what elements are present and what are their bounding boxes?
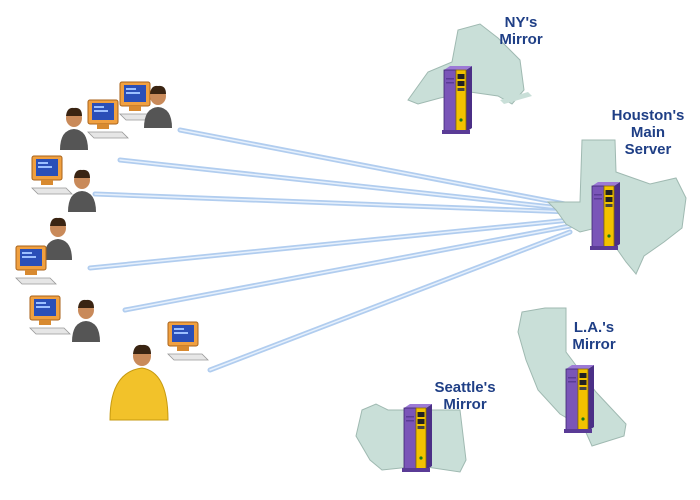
la-mirror-label: L.A.'s Mirror [572, 319, 616, 353]
server-tower-icon [441, 65, 473, 135]
person-at-computer-icon [167, 321, 209, 361]
houston-main-server-label: Houston's Main Server [611, 107, 685, 158]
person-at-computer-icon [60, 107, 88, 150]
seattle-mirror-label: Seattle's Mirror [434, 379, 496, 413]
state-maps [355, 23, 687, 473]
server-tower-icon [401, 403, 433, 473]
person-at-computer-icon [72, 299, 100, 342]
server-tower-icon [589, 181, 621, 251]
person-at-computer-icon [68, 169, 96, 212]
person-at-computer-icon [29, 295, 71, 335]
users [15, 81, 209, 421]
person-at-computer-icon [109, 344, 169, 421]
ny-mirror-label: NY's Mirror [499, 14, 543, 48]
person-at-computer-icon [31, 155, 73, 195]
connection-lines [87, 127, 573, 373]
server-tower-icon [563, 364, 595, 434]
person-at-computer-icon [44, 217, 72, 260]
